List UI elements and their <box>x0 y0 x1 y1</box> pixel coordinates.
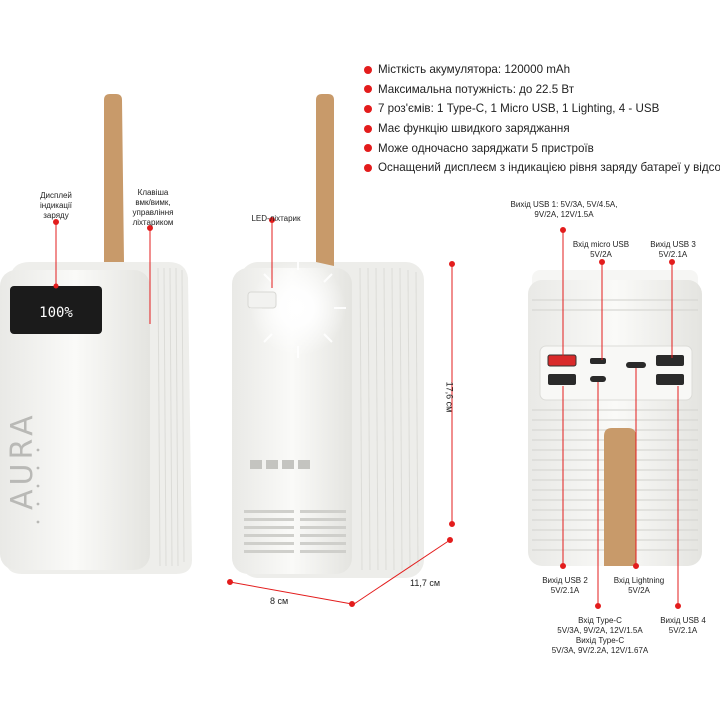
bullet-icon <box>364 163 372 172</box>
lightning-port <box>626 362 646 368</box>
feature-list: Місткість акумулятора: 120000 mAh Максим… <box>364 60 720 178</box>
feature-item: Оснащений дисплеєм з індикацією рівня за… <box>364 158 720 178</box>
bullet-icon <box>364 104 372 113</box>
powerbank-front-view: 100% AURA <box>0 94 192 574</box>
feature-item: Може одночасно заряджати 5 пристроїв <box>364 138 720 158</box>
brand-logo: AURA <box>5 411 40 510</box>
callout-lines <box>53 217 681 609</box>
bullet-icon <box>364 124 372 133</box>
charge-display <box>10 286 102 334</box>
bullet-icon <box>364 65 372 74</box>
feature-item: 7 роз'ємів: 1 Type-C, 1 Micro USB, 1 Lig… <box>364 99 720 119</box>
usb1-port <box>547 354 577 367</box>
feature-item: Місткість акумулятора: 120000 mAh <box>364 60 720 80</box>
led-light <box>250 260 346 356</box>
display-reading: 100% <box>39 305 73 321</box>
height-dimension: 17,6 см <box>444 381 455 413</box>
usb3-port <box>656 355 684 366</box>
strap <box>604 428 636 566</box>
bullet-icon <box>364 85 372 94</box>
strap <box>316 94 334 266</box>
powerbank-side-view <box>232 94 424 578</box>
led-callout: LED-ліхтарик <box>251 214 301 223</box>
feature-item: Має функцію швидкого заряджання <box>364 119 720 139</box>
bullet-icon <box>364 144 372 153</box>
depth-dimension: 11,7 см <box>410 578 441 588</box>
usb2-port <box>548 374 576 385</box>
powerbank-ports-view <box>528 270 702 566</box>
usb1-callout: Вихід USB 1: 5V/3A, 5V/4.5A,9V/2A, 12V/1… <box>510 200 618 219</box>
strap <box>104 94 124 262</box>
width-dimension: 8 см <box>270 596 289 606</box>
feature-item: Максимальна потужність: до 22.5 Вт <box>364 80 720 100</box>
micro-usb-port <box>590 358 606 364</box>
type-c-port <box>590 376 606 382</box>
usb4-port <box>656 374 684 385</box>
